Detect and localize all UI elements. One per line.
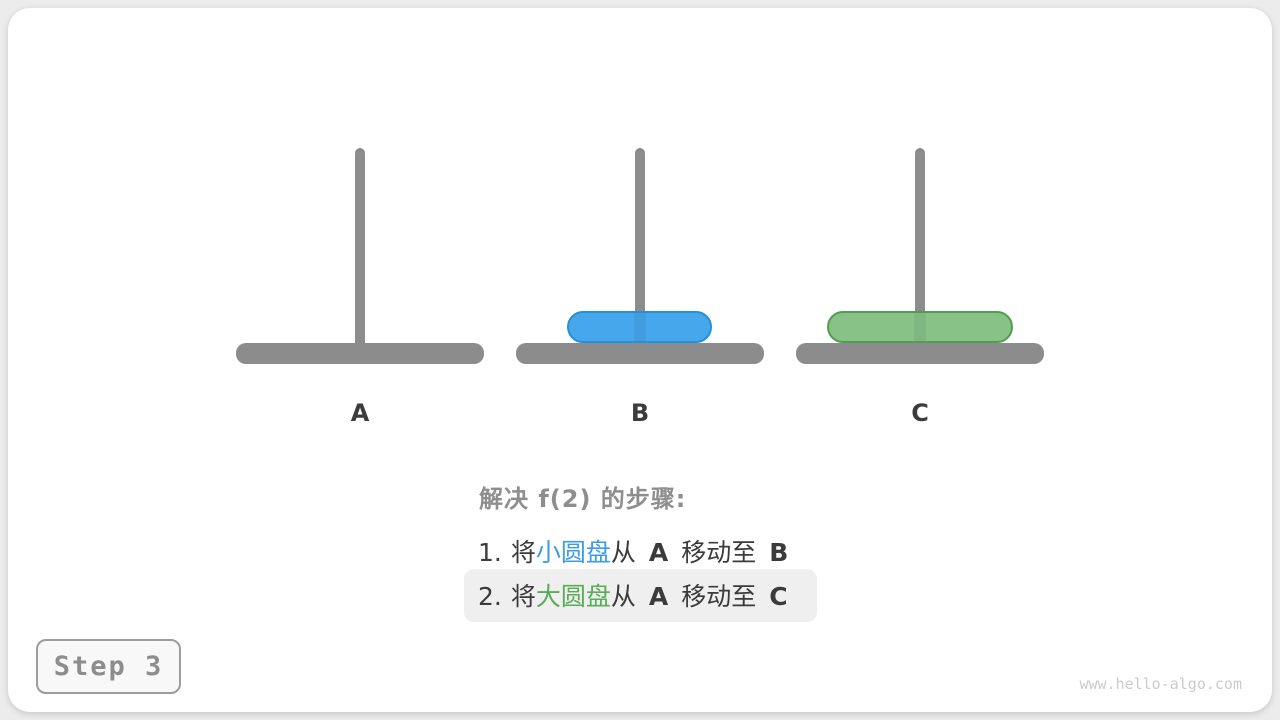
step-badge: Step 3 bbox=[36, 639, 181, 694]
step-1-from-peg: A bbox=[648, 538, 669, 567]
small-disk-pole-shadow bbox=[633, 313, 646, 341]
peg-b-label: B bbox=[630, 399, 650, 427]
peg-a-label: A bbox=[350, 399, 370, 427]
peg-c-pole bbox=[915, 148, 925, 354]
step-2-prefix: 将 bbox=[510, 582, 536, 611]
peg-c bbox=[796, 148, 1044, 364]
watermark: www.hello-algo.com bbox=[1079, 675, 1242, 693]
peg-a-pole bbox=[355, 148, 365, 354]
peg-a bbox=[236, 148, 484, 364]
step-2-from-peg: A bbox=[648, 582, 669, 611]
small-disk bbox=[567, 311, 712, 343]
peg-a-base bbox=[236, 343, 484, 364]
step-1-to-peg: B bbox=[769, 538, 789, 567]
peg-b bbox=[516, 148, 764, 364]
peg-c-base bbox=[796, 343, 1044, 364]
large-disk-pole-shadow bbox=[914, 313, 926, 341]
caption-title: 解决 f(2) 的步骤: bbox=[479, 485, 687, 513]
large-disk bbox=[827, 311, 1013, 343]
step-1-prefix: 将 bbox=[510, 538, 536, 567]
step-2-verb: 移动至 bbox=[681, 582, 757, 611]
step-2-disk-word: 大圆盘 bbox=[535, 582, 611, 611]
step-2-number: 2. bbox=[478, 582, 502, 611]
peg-b-pole bbox=[635, 148, 645, 354]
peg-b-base bbox=[516, 343, 764, 364]
step-1-disk-word: 小圆盘 bbox=[535, 538, 611, 567]
step-1-verb: 移动至 bbox=[681, 538, 757, 567]
step-2-mid: 从 bbox=[610, 582, 636, 611]
step-1-number: 1. bbox=[478, 538, 502, 567]
step-2-to-peg: C bbox=[769, 582, 788, 611]
peg-c-label: C bbox=[911, 399, 929, 427]
step-1-mid: 从 bbox=[610, 538, 636, 567]
